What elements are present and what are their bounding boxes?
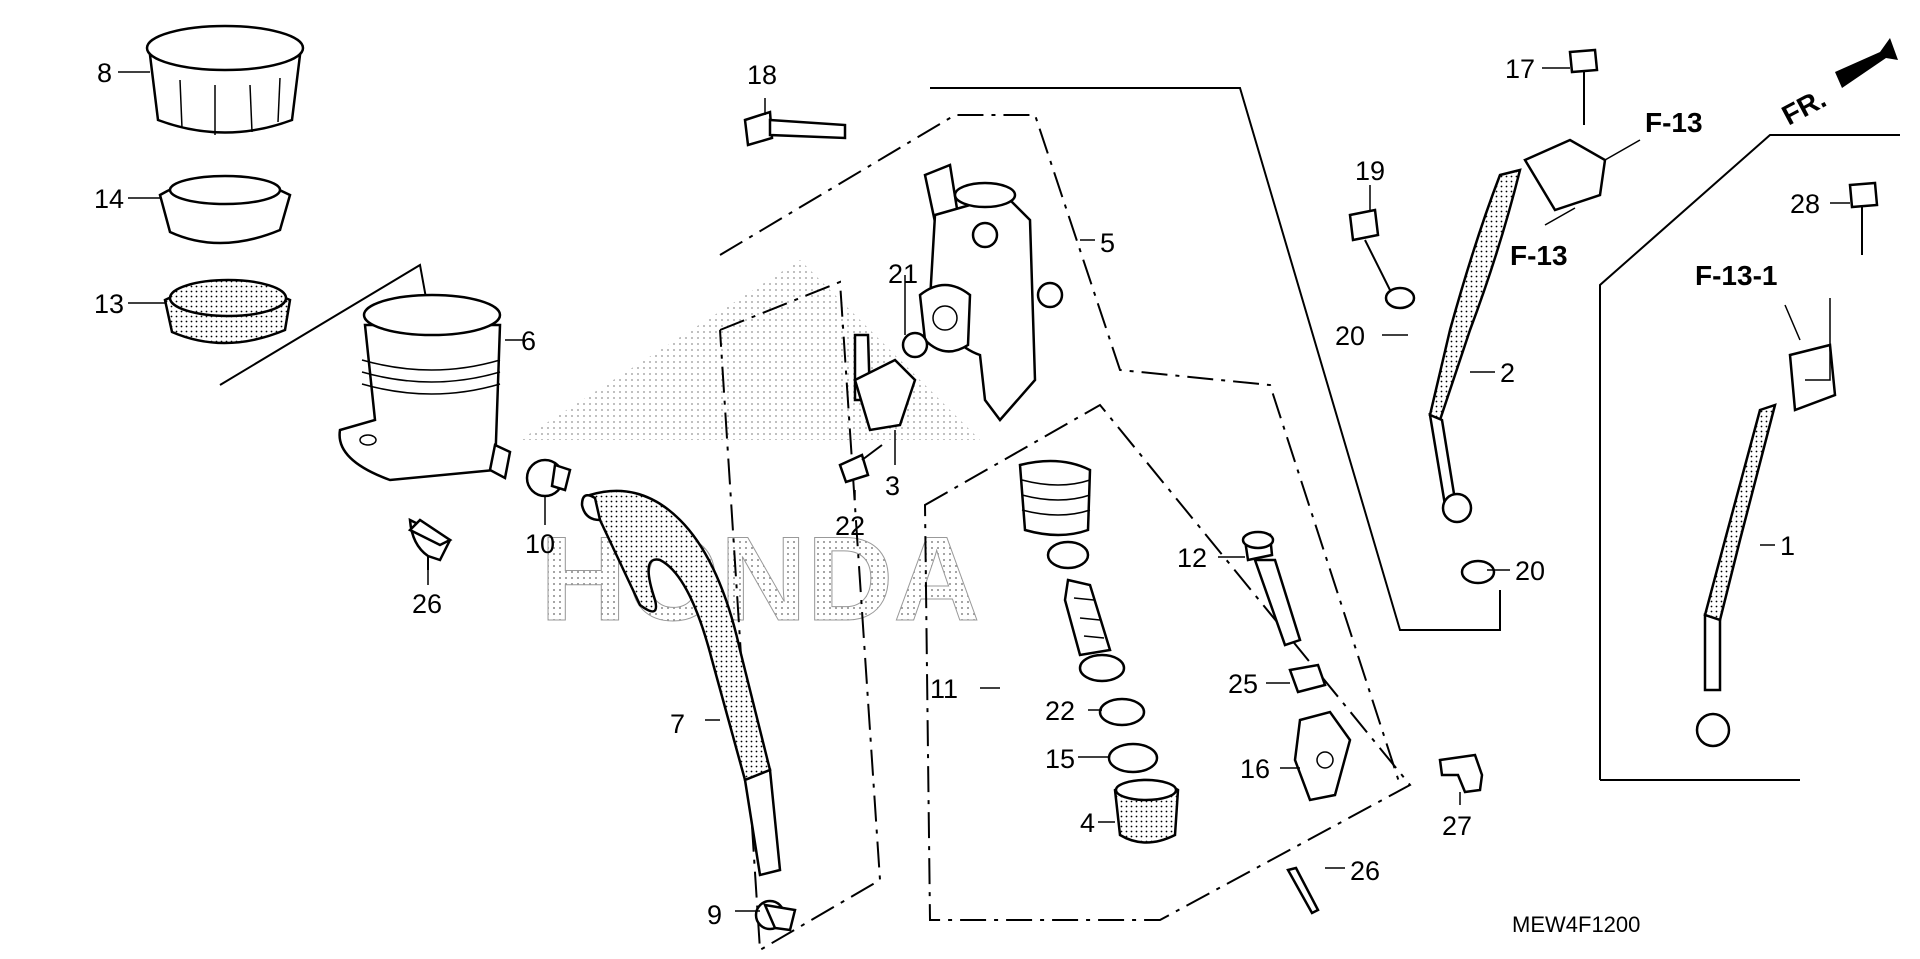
outline-master-cylinder: [930, 87, 1501, 631]
part-cap-8: [145, 24, 305, 135]
part-pushrod-12: [1241, 530, 1302, 647]
label-5: 5: [1100, 228, 1115, 258]
front-direction-arrow: FR.: [1777, 38, 1898, 131]
part-ring-14: [158, 174, 292, 245]
honda-watermark: HONDA: [520, 260, 980, 647]
label-18: 18: [747, 60, 777, 90]
part-washer: [1046, 540, 1090, 570]
part-washer-20-lower: [1460, 559, 1496, 585]
ref-f13-1: F-13-1: [1695, 260, 1777, 291]
label-3: 3: [885, 471, 900, 501]
part-cotter-pin-25: [1286, 866, 1320, 915]
part-piston: [1063, 578, 1112, 657]
label-23: 22: [835, 511, 865, 541]
part-circlip-15: [1107, 742, 1159, 774]
outline-hose-group: [1599, 134, 1900, 780]
part-clip-9: [754, 899, 797, 932]
part-clip-10: [525, 458, 572, 498]
label-6: 6: [521, 326, 536, 356]
part-tube-7: [580, 489, 782, 877]
label-10: 10: [525, 529, 555, 559]
label-28: 28: [1790, 189, 1820, 219]
reference-labels: F-13 F-13 F-13-1: [1510, 107, 1777, 291]
label-19: 19: [1355, 156, 1385, 186]
label-24: 25: [1228, 669, 1258, 699]
part-bolt-23: [838, 444, 883, 484]
part-labels: 8 14 13 6 26 10 7 9 18 5 21 3 22 11 22 1…: [94, 54, 1820, 930]
part-joint-3: [853, 333, 917, 432]
leader-lines: [118, 67, 1850, 912]
label-11: 11: [930, 674, 958, 704]
label-22: 21: [888, 259, 918, 289]
part-hose-1: [1695, 343, 1837, 748]
label-17: 17: [1505, 54, 1535, 84]
label-27: 26: [412, 589, 442, 619]
label-15: 15: [1045, 744, 1075, 774]
part-bolt-18: [743, 110, 847, 147]
diagram-code: MEW4F1200: [1512, 912, 1640, 937]
part-bolt-19: [1348, 208, 1391, 291]
label-20-upper: 20: [1335, 321, 1365, 351]
direction-label: FR.: [1777, 83, 1831, 132]
part-bolt-28: [1848, 181, 1879, 255]
label-9: 9: [707, 900, 722, 930]
label-2: 2: [1500, 358, 1515, 388]
label-4: 4: [1080, 808, 1095, 838]
ref-f13-middle: F-13: [1510, 240, 1568, 271]
label-16: 16: [1240, 754, 1270, 784]
part-bolt-17: [1568, 48, 1599, 125]
part-washer-lower: [1078, 653, 1126, 683]
outline-piston-kit: [923, 403, 1412, 921]
part-reservoir-6: [338, 293, 512, 482]
part-nut-24: [1288, 663, 1327, 694]
part-hose-2: [1428, 138, 1607, 524]
label-12: 12: [1177, 543, 1207, 573]
part-spring-11: [1018, 459, 1092, 537]
label-26: 27: [1442, 811, 1472, 841]
part-clevis-16: [1293, 710, 1352, 802]
label-7: 7: [670, 709, 685, 739]
label-14: 14: [94, 184, 124, 214]
label-1: 1: [1780, 531, 1795, 561]
part-circlip-21: [1098, 697, 1146, 727]
label-20-lower: 20: [1515, 556, 1545, 586]
label-25: 26: [1350, 856, 1380, 886]
part-bracket-26: [1438, 753, 1484, 794]
label-13: 13: [94, 289, 124, 319]
part-oring-22: [901, 331, 929, 359]
part-washer-20-upper: [1384, 286, 1416, 310]
ref-f13-top: F-13: [1645, 107, 1703, 138]
part-master-cylinder-5: [918, 163, 1064, 422]
part-boot-4: [1113, 778, 1180, 844]
label-8: 8: [97, 58, 112, 88]
label-21: 22: [1045, 696, 1075, 726]
part-diaphragm-13: [163, 278, 292, 345]
outline-repair-kit: [719, 114, 1401, 786]
part-bolt-27: [407, 517, 453, 570]
